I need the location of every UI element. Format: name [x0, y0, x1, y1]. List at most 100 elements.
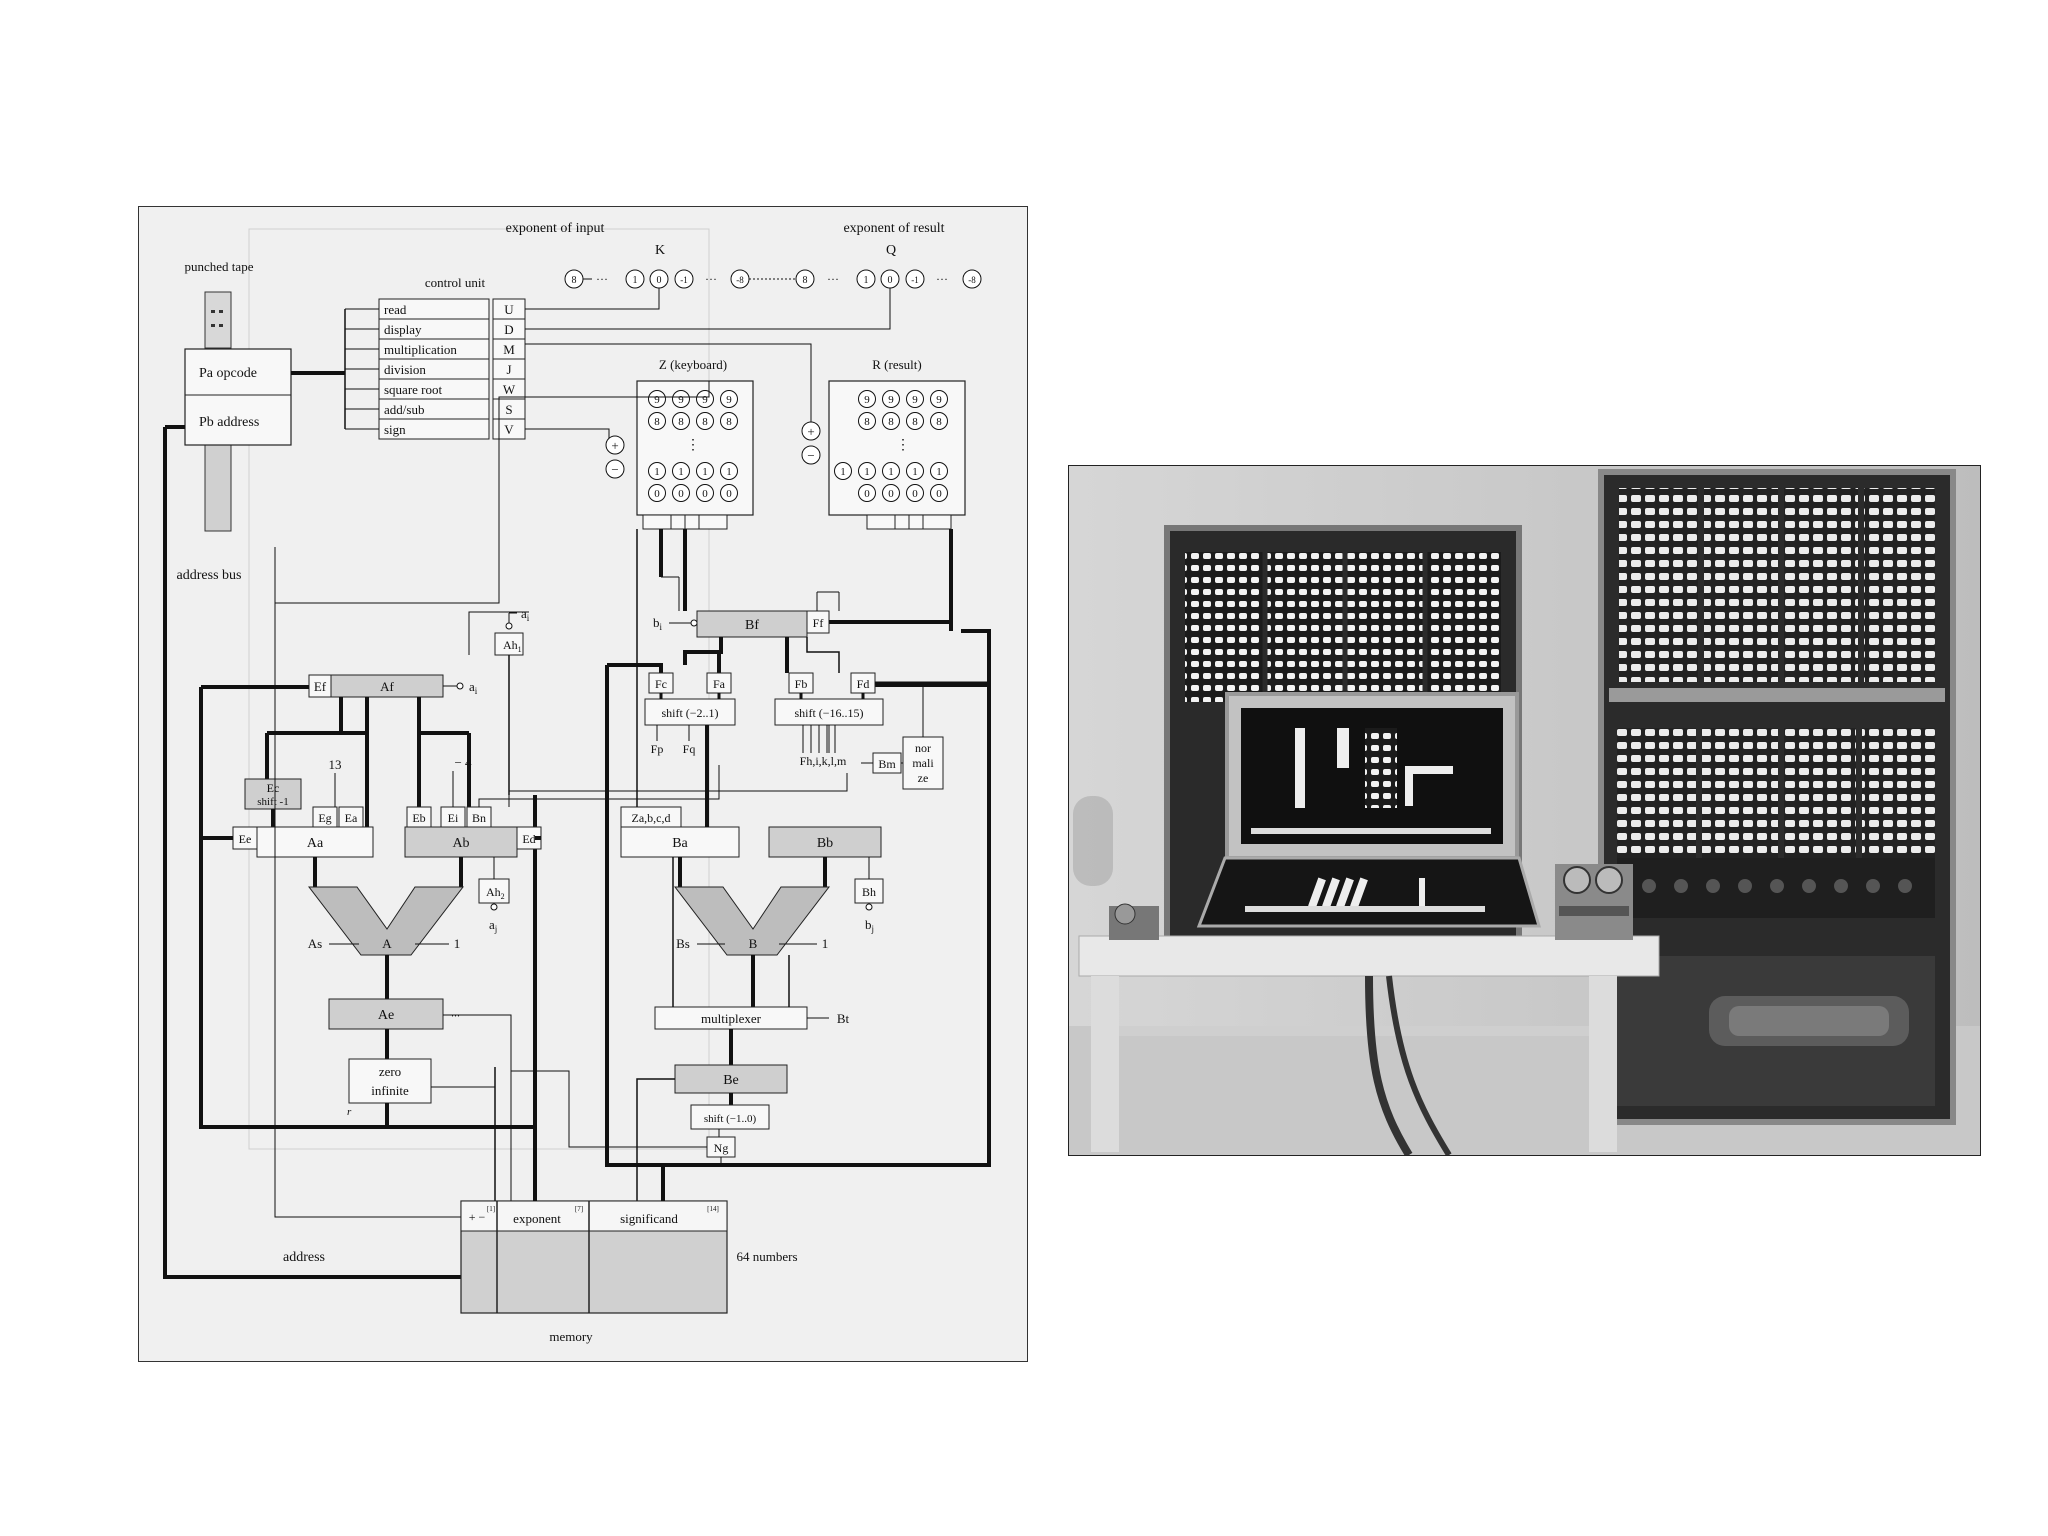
- op-name: read: [384, 302, 407, 317]
- key-digit: 1: [678, 466, 684, 478]
- ec-shift-register: [244, 778, 302, 810]
- ff-label: Ff: [813, 616, 824, 630]
- plus-lamp: [605, 435, 625, 455]
- table-leg: [1589, 976, 1617, 1152]
- lamp-label: 8: [803, 275, 808, 286]
- bb-register: [768, 826, 882, 858]
- key-digit: 1: [654, 466, 660, 478]
- za-label: Za,b,c,d: [632, 811, 671, 825]
- instruction-register: [184, 348, 292, 446]
- op-code: D: [504, 322, 513, 337]
- result-digit: 1: [864, 466, 870, 478]
- key-digit: 9: [726, 394, 732, 406]
- bt-label: Bt: [837, 1011, 850, 1026]
- exponent-of-input-label: exponent of input: [506, 221, 605, 236]
- op-code: W: [503, 382, 516, 397]
- shift-output-label: shift (−1..0): [704, 1113, 757, 1125]
- key-digit: 9: [678, 394, 684, 406]
- memory-sign-label: + −: [469, 1210, 486, 1224]
- result-digit: 0: [864, 488, 870, 500]
- fd-label: Fd: [857, 677, 870, 691]
- bi-text: b: [653, 615, 660, 630]
- minus-sign: −: [807, 448, 814, 463]
- opcode-label: Pa opcode: [199, 366, 257, 381]
- lamp-label: 0: [888, 275, 893, 286]
- bs-label: Bs: [676, 936, 690, 951]
- right-upper-lamp-panel: [1619, 488, 1935, 682]
- punched-tape-bottom: [204, 444, 232, 532]
- vertical-ellipsis: ⋮: [686, 438, 700, 453]
- af-label: Af: [380, 679, 394, 694]
- lamp: [795, 269, 815, 289]
- zero-label: zero: [379, 1064, 401, 1079]
- ab-register: [404, 826, 518, 858]
- memory-capacity-label: 64 numbers: [736, 1249, 797, 1264]
- ai-subscript: i: [475, 686, 478, 696]
- alu-a: [307, 886, 465, 956]
- ba-register: [620, 826, 740, 858]
- minus-lamp: [605, 459, 625, 479]
- q-label: Q: [886, 243, 896, 258]
- key-digit: 8: [678, 416, 684, 428]
- memory-header: [460, 1200, 728, 1232]
- ah1-subscript: 1: [518, 645, 522, 654]
- ae-tick: ···: [451, 1011, 460, 1021]
- result-digit: 9: [936, 394, 942, 406]
- normalize-label-1: nor: [915, 741, 931, 755]
- ea-label: Ea: [345, 811, 358, 825]
- result-digit: 8: [888, 416, 894, 428]
- fh-label: Fh,i,k,l,m: [800, 754, 847, 768]
- result-digit: 8: [912, 416, 918, 428]
- op-code: U: [504, 302, 514, 317]
- normalize-unit: [902, 736, 944, 790]
- result-digit: 0: [936, 488, 942, 500]
- op-code: J: [506, 362, 511, 377]
- fa-label: Fa: [713, 677, 726, 691]
- control-unit: read U display D multiplication M divisi…: [378, 298, 526, 440]
- lamp-label: -8: [736, 275, 744, 285]
- lamp-label: 1: [864, 275, 869, 286]
- ellipsis: ···: [936, 272, 948, 286]
- normalize-label-3: ze: [918, 771, 929, 785]
- ae-label: Ae: [378, 1008, 394, 1023]
- table-leg: [1091, 976, 1119, 1152]
- result-digit: 0: [888, 488, 894, 500]
- result-digit: 9: [912, 394, 918, 406]
- memory-significand-label: significand: [620, 1211, 678, 1226]
- aa-label: Aa: [307, 836, 324, 851]
- minus-four-label: − 4: [454, 755, 472, 770]
- ba-label: Ba: [672, 836, 688, 851]
- ed-label: Ed: [522, 832, 535, 846]
- plus-sign: +: [807, 424, 814, 439]
- aa-register: [256, 826, 374, 858]
- key-digit: 1: [702, 466, 708, 478]
- ng-label: Ng: [714, 1141, 729, 1155]
- result-digit: 8: [864, 416, 870, 428]
- minus-sign: −: [611, 462, 618, 477]
- result-digit: 9: [888, 394, 894, 406]
- ellipsis: ···: [705, 272, 717, 286]
- ellipsis: ···: [596, 272, 608, 286]
- key-digit: 0: [654, 488, 660, 500]
- result-digit: 9: [864, 394, 870, 406]
- bi-label: bi: [653, 615, 663, 632]
- keyboard-digit-grid: 9 9 9 9 8 8 8 8 ⋮ 1 1 1 1 0 0 0 0: [648, 390, 738, 502]
- shift-minus1-label: shift -1: [257, 796, 288, 808]
- memory-exponent-label: exponent: [513, 1211, 561, 1226]
- op-name: add/sub: [384, 402, 424, 417]
- lamp-label: 1: [633, 275, 638, 286]
- op-name: division: [384, 362, 426, 377]
- op-name: multiplication: [384, 342, 457, 357]
- ellipsis: ···: [827, 272, 839, 286]
- key-digit: 1: [726, 466, 732, 478]
- r-label: r: [347, 1106, 352, 1118]
- input-exponent-lamps: 8 ··· 1 0 -1 ··· -8: [564, 269, 750, 289]
- diagram-canvas: exponent of input exponent of result K Q…: [163, 221, 991, 1344]
- result-digit: 1: [912, 466, 918, 478]
- ab-label: Ab: [452, 836, 469, 851]
- aj-label: aj: [489, 917, 497, 934]
- lamp-label: 8: [572, 275, 577, 286]
- eb-label: Eb: [412, 811, 425, 825]
- lamp: [962, 269, 982, 289]
- exponent-of-result-label: exponent of result: [843, 221, 944, 236]
